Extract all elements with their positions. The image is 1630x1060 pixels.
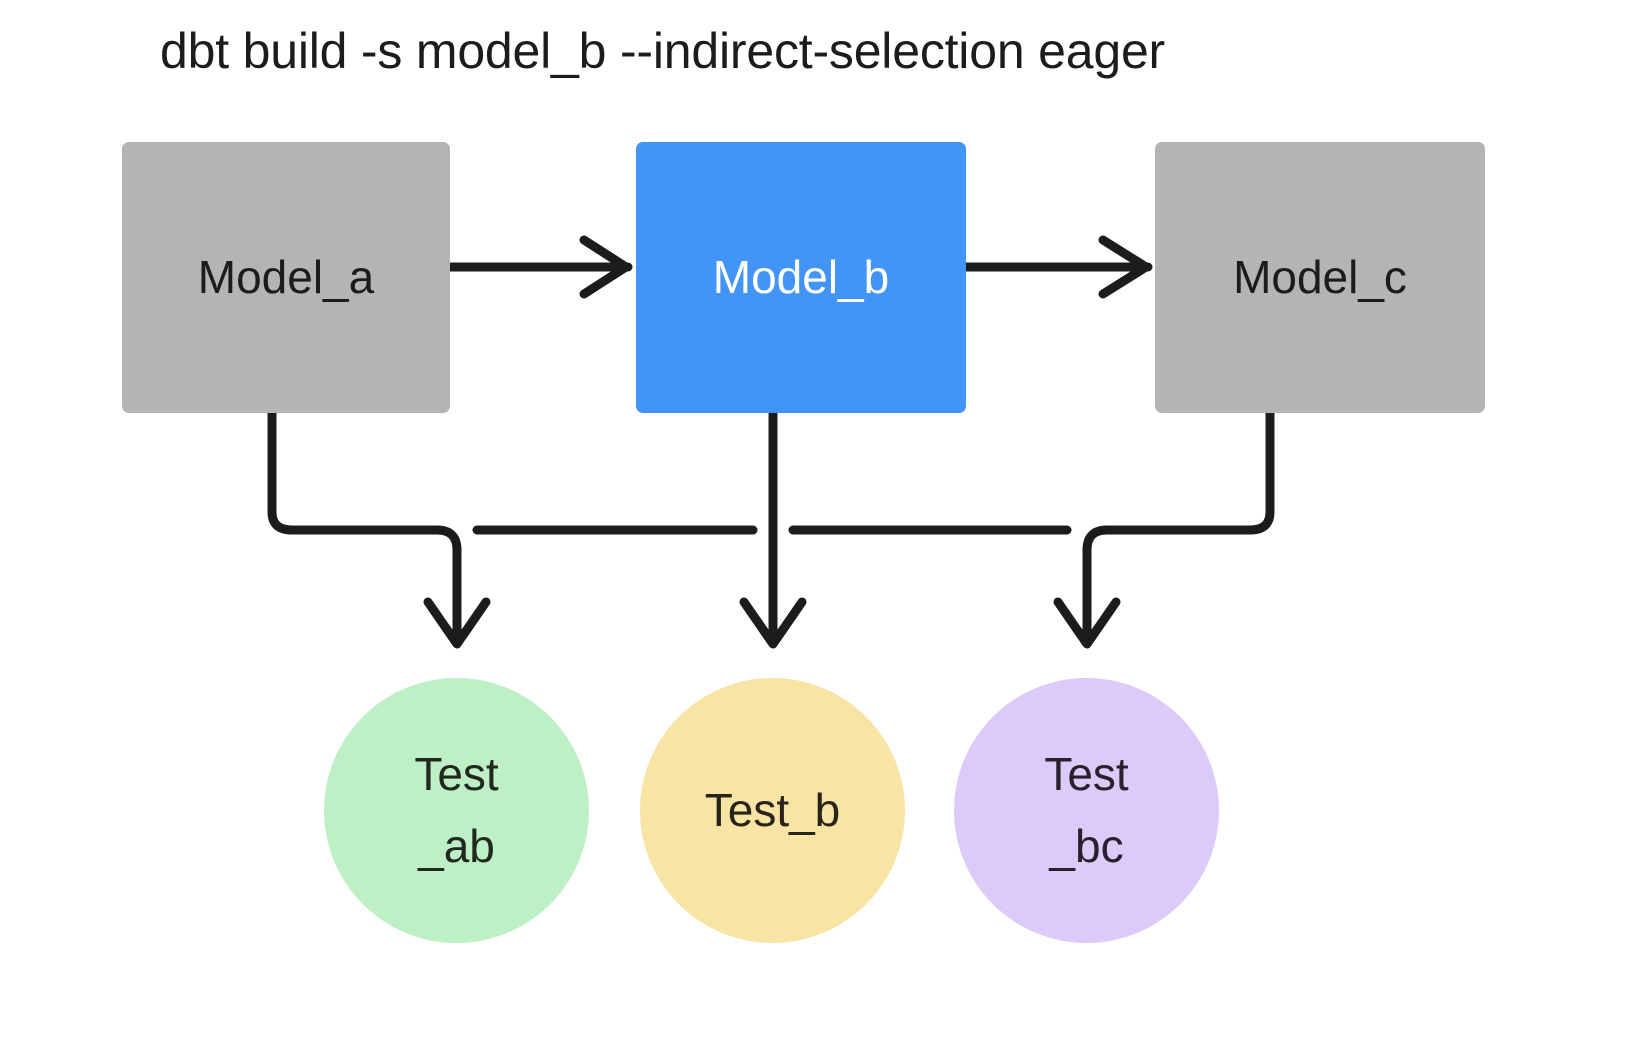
node-test-bc-label-line-1: Test: [1044, 748, 1129, 801]
node-test-b[interactable]: Test_b: [640, 678, 905, 943]
node-test-ab[interactable]: Test _ab: [324, 678, 589, 943]
diagram-title: dbt build -s model_b --indirect-selectio…: [160, 23, 1166, 79]
node-model-a[interactable]: Model_a: [122, 142, 450, 413]
node-test-ab-label-line-1: Test: [414, 748, 499, 801]
edge-model-b-to-model-c: [943, 235, 1153, 299]
node-model-a-label: Model_a: [197, 250, 375, 303]
node-test-ab-label-line-2: _ab: [418, 819, 495, 872]
edge-model-a-to-test-ab: [267, 396, 491, 649]
edge-model-c-to-test-bc: [1053, 396, 1275, 649]
node-model-b[interactable]: Model_b: [636, 142, 966, 413]
node-test-b-label-line-1: Test_b: [704, 783, 841, 836]
edge-model-b-to-test-b: [739, 396, 807, 649]
node-model-b-label: Model_b: [712, 250, 890, 303]
node-test-bc-label-line-2: _bc: [1049, 819, 1124, 872]
node-test-bc[interactable]: Test _bc: [954, 678, 1219, 943]
node-model-c[interactable]: Model_c: [1155, 142, 1485, 413]
node-model-c-label: Model_c: [1233, 250, 1407, 303]
